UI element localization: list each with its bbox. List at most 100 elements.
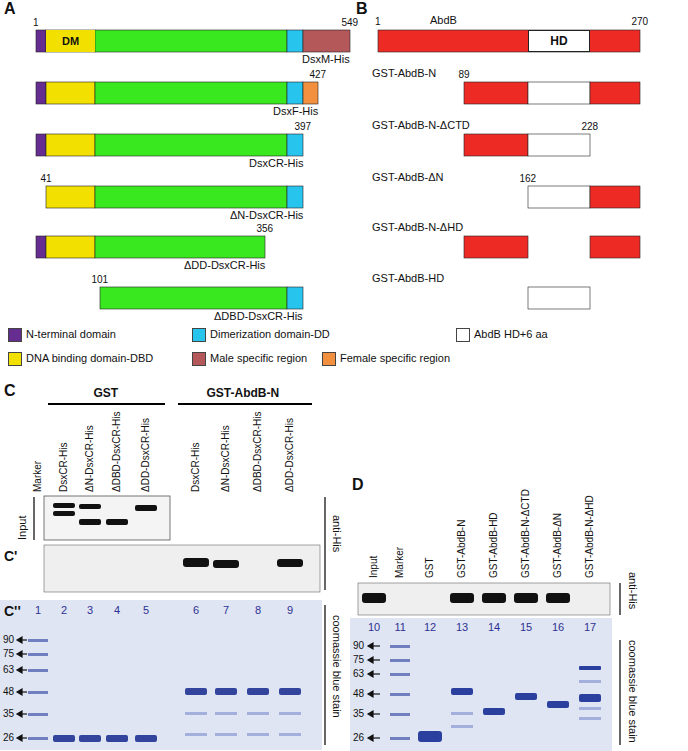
- figure-label: 7: [223, 604, 229, 617]
- figure-label: 1: [375, 16, 381, 28]
- figure-label: 10: [368, 621, 380, 634]
- figure-label: 89: [459, 69, 470, 81]
- figure-label: GST: [94, 387, 119, 401]
- figure-label: GST-AbdB-ΔN: [552, 513, 564, 578]
- figure-label: 5: [143, 604, 149, 617]
- figure-label: GST-AbdB-ΔN: [372, 171, 444, 184]
- domain-label: HD: [550, 34, 567, 48]
- legend-swatch: [322, 352, 336, 366]
- figure-label: 12: [424, 621, 436, 634]
- figure-label: 8: [255, 604, 261, 617]
- figure-label: 101: [92, 274, 109, 286]
- figure-label: GST: [424, 557, 436, 578]
- legend-swatch: [8, 328, 22, 342]
- figure-label: GST-AbdB-N: [372, 67, 436, 80]
- domain-label: DM: [62, 35, 79, 47]
- figure-label: 26: [353, 732, 364, 744]
- legend-text: DNA binding domain-DBD: [26, 352, 153, 365]
- figure-label: GST-AbdB-HD: [488, 512, 500, 578]
- figure-label: 90: [353, 640, 364, 652]
- legend-swatch: [456, 328, 470, 342]
- figure-label: C': [4, 548, 17, 564]
- legend-text: Female specific region: [340, 352, 450, 365]
- figure-label: ΔDD-DsxCR-His: [140, 418, 152, 492]
- figure-label: ΔDBD-DsxCR-His: [214, 310, 303, 323]
- figure-label: DsxF-His: [273, 105, 318, 118]
- figure-label: anti-His: [330, 515, 343, 552]
- domain-box: HD: [528, 30, 590, 52]
- figure-label: 397: [295, 121, 312, 133]
- figure-label: 48: [353, 688, 364, 700]
- figure-label: 16: [552, 621, 564, 634]
- figure-label: C: [4, 382, 16, 400]
- figure-label: GST-AbdB-N: [207, 387, 280, 401]
- figure-label: AbdB: [430, 14, 457, 27]
- figure-label: Input: [368, 556, 380, 578]
- legend-swatch: [192, 352, 206, 366]
- legend-swatch: [192, 328, 206, 342]
- figure-label: 17: [584, 621, 596, 634]
- figure-label: 549: [342, 17, 359, 29]
- figure-label: 1: [35, 604, 41, 617]
- figure-label: GST-AbdB-N-ΔHD: [372, 221, 463, 234]
- figure-label: Marker: [394, 547, 406, 578]
- figure-label: 35: [3, 708, 14, 720]
- figure-label: 11: [395, 621, 406, 634]
- figure-label: 270: [632, 16, 649, 28]
- figure-label: ΔDD-DsxCR-His: [184, 259, 265, 272]
- domain-box: DM: [46, 30, 95, 52]
- figure-label: coomassie blue stain: [330, 615, 343, 718]
- figure-label: GST-AbdB-N: [456, 520, 468, 578]
- figure-label: ΔDBD-DsxCR-His: [252, 411, 264, 492]
- figure-label: 3: [87, 604, 93, 617]
- figure-label: 356: [257, 223, 274, 235]
- legend-text: Dimerization domain-DD: [210, 328, 330, 341]
- figure-label: 63: [3, 664, 14, 676]
- figure-label: C'': [4, 603, 21, 619]
- figure-label: coomassie blue stain: [626, 640, 639, 743]
- figure-label: 1: [33, 17, 39, 29]
- figure-label: GST-AbdB-HD: [372, 272, 444, 285]
- figure-label: 26: [3, 732, 14, 744]
- figure-label: 14: [488, 621, 500, 634]
- figure-label: ΔN-DsxCR-His: [220, 425, 232, 492]
- figure-label: ΔDBD-DsxCR-His: [111, 411, 123, 492]
- figure-label: 228: [582, 121, 599, 133]
- figure-label: ΔN-DsxCR-His: [230, 209, 303, 222]
- figure-label: ΔDD-DsxCR-His: [284, 418, 296, 492]
- figure-label: 427: [310, 69, 327, 81]
- figure-label: 9: [287, 604, 293, 617]
- figure-label: DsxCR-His: [190, 443, 202, 492]
- figure-label: 48: [3, 686, 14, 698]
- figure-label: A: [4, 0, 16, 18]
- figure-label: D: [352, 476, 364, 494]
- figure-label: 13: [456, 621, 468, 634]
- figure-label: GST-AbdB-N-ΔCTD: [520, 489, 532, 578]
- figure-label: DsxM-His: [302, 53, 350, 66]
- figure-label: Input: [16, 516, 29, 540]
- figure-label: 15: [520, 621, 532, 634]
- figure-label: 75: [3, 648, 14, 660]
- figure-label: anti-His: [626, 572, 639, 609]
- figure-label: Marker: [32, 461, 44, 492]
- figure-label: 41: [41, 173, 52, 185]
- legend-text: AbdB HD+6 aa: [474, 328, 548, 341]
- figure-label: 90: [3, 634, 14, 646]
- figure-label: 4: [114, 604, 120, 617]
- figure-label: GST-AbdB-N-ΔCTD: [372, 119, 470, 132]
- figure-label: 162: [520, 173, 537, 185]
- legend-text: N-terminal domain: [26, 328, 116, 341]
- figure-label: DsxCR-His: [249, 157, 303, 170]
- figure-label: 35: [353, 708, 364, 720]
- figure-label: 63: [353, 668, 364, 680]
- figure-label: DsxCR-His: [58, 443, 70, 492]
- figure-label: GST-AbdB-N-ΔHD: [584, 495, 596, 578]
- figure-label: ΔN-DsxCR-His: [84, 425, 96, 492]
- figure-label: 75: [353, 654, 364, 666]
- figure-label: 6: [193, 604, 199, 617]
- legend-text: Male specific region: [210, 352, 307, 365]
- figure-label: B: [356, 0, 368, 18]
- figure-label: 2: [61, 604, 67, 617]
- legend-swatch: [8, 352, 22, 366]
